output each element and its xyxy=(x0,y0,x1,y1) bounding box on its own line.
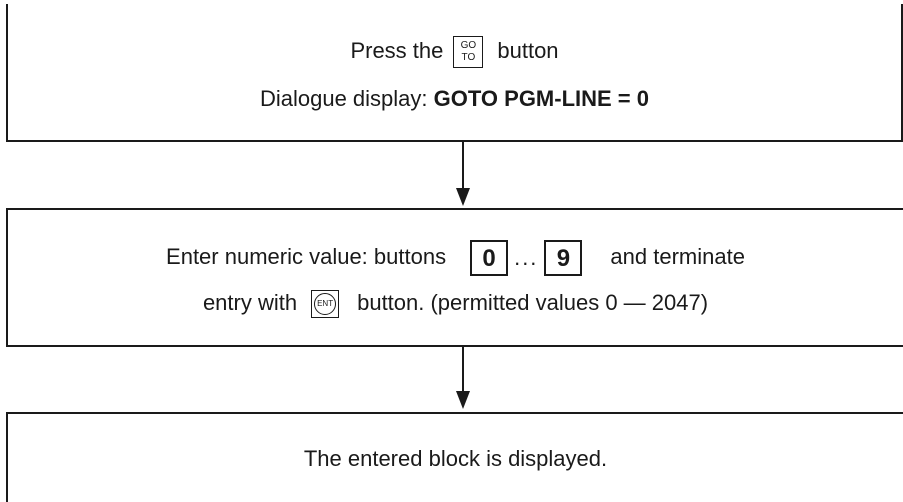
permitted-values-text: button. (permitted values 0 — 2047) xyxy=(357,290,709,315)
flow-arrow-2-stem xyxy=(462,347,464,393)
step-enter-line2: entry with ENT button. (permitted values 0… xyxy=(8,288,903,319)
press-the-text: Press the xyxy=(350,38,444,63)
ent-key-label: ENT xyxy=(314,293,337,316)
block-displayed-text: The entered block is displayed. xyxy=(303,446,608,471)
button-text: button xyxy=(497,38,559,63)
enter-numeric-text: Enter numeric value: buttons xyxy=(166,243,447,269)
step-enter-line1: Enter numeric value: buttons 0...9 and ter… xyxy=(8,240,903,276)
entry-with-text: entry with xyxy=(202,290,298,315)
ent-key-icon: ENT xyxy=(311,290,340,319)
goto-key-top: GO xyxy=(460,40,477,52)
goto-key-bottom: TO xyxy=(461,52,476,64)
digit-0-key-icon: 0 xyxy=(470,240,509,276)
step-box-enter-value: Enter numeric value: buttons 0...9 and ter… xyxy=(6,208,903,347)
ellipsis-text: ... xyxy=(514,245,539,270)
flow-arrow-2-head xyxy=(456,391,470,409)
step-goto-line2: Dialogue display: GOTO PGM-LINE = 0 xyxy=(8,84,901,114)
step-box-displayed: The entered block is displayed. xyxy=(6,412,903,502)
dialogue-display-value: GOTO PGM-LINE = 0 xyxy=(433,86,650,111)
dialogue-display-label: Dialogue display: xyxy=(259,86,428,111)
terminate-text: and terminate xyxy=(610,243,745,269)
digit-9-key-icon: 9 xyxy=(544,240,583,276)
flow-arrow-1-head xyxy=(456,188,470,206)
flow-arrow-1-stem xyxy=(462,142,464,190)
